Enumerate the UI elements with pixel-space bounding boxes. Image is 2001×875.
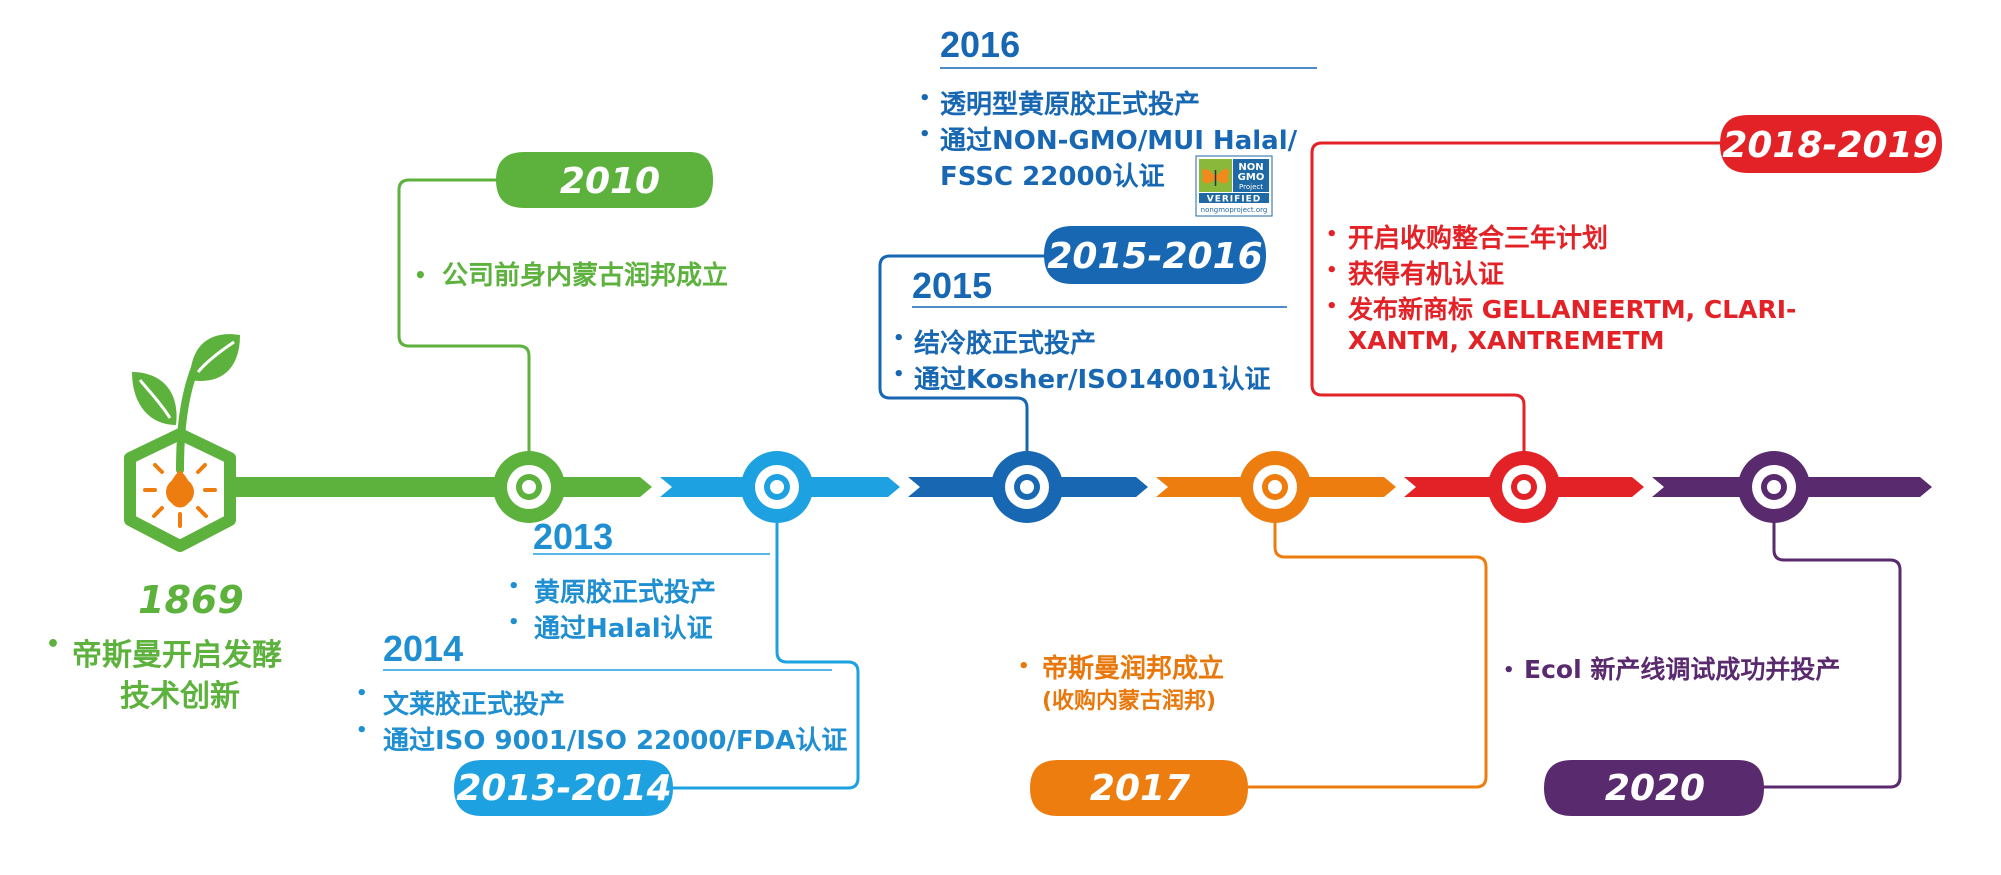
bullet-2018-1: •	[1326, 224, 1338, 245]
text-2014-item1: 文莱胶正式投产	[383, 690, 566, 720]
text-2018-item3-line1: 发布新商标 GELLANEERTM, CLARI-	[1348, 295, 1797, 324]
badge-line4: VERIFIED	[1207, 195, 1262, 205]
bullet-2014-2: •	[356, 720, 368, 741]
bullet-2016-2: •	[919, 124, 931, 145]
text-2018-item1: 开启收购整合三年计划	[1348, 224, 1609, 254]
text-2010-item1: 公司前身内蒙古润邦成立	[442, 261, 729, 291]
connector-2020	[1740, 500, 1902, 789]
text-2017-item1: 帝斯曼润邦成立	[1042, 654, 1225, 684]
connector-2018-2019	[1310, 141, 1725, 460]
badge-line1: NON	[1238, 162, 1263, 173]
pill-2013-2014-label: 2013-2014	[456, 768, 671, 809]
text-1869-line1: 帝斯曼开启发酵	[72, 638, 282, 673]
pill-2020: 2020	[1544, 760, 1764, 816]
connector-2010	[397, 178, 531, 460]
bullet-2018-2: •	[1326, 260, 1338, 281]
year-2014: 2014	[383, 628, 464, 669]
text-2016-item2-line2: FSSC 22000认证	[940, 162, 1165, 192]
connector-2015-2016	[878, 254, 1050, 460]
text-1869-line2: 技术创新	[120, 679, 240, 714]
bullet-2014-1: •	[356, 683, 368, 704]
badge-line3: Project	[1239, 183, 1263, 191]
bullet-2020: •	[1503, 660, 1515, 681]
bullet-2015-1: •	[893, 328, 905, 349]
bullet-2016-1: •	[919, 88, 931, 109]
timeline-node-2017	[1239, 451, 1311, 523]
pill-2018-2019-label: 2018-2019	[1722, 125, 1937, 166]
sprout-hexagon-icon	[124, 334, 240, 552]
pill-2020-label: 2020	[1605, 768, 1705, 809]
text-2015-item1: 结冷胶正式投产	[914, 329, 1097, 359]
text-2020-item1: Ecol 新产线调试成功并投产	[1524, 655, 1841, 684]
bullet-2013-1: •	[508, 576, 520, 597]
bullet-2017: •	[1018, 656, 1030, 677]
bullet-2013-2: •	[508, 612, 520, 633]
bullet-2015-2: •	[893, 364, 905, 385]
pill-2010-label: 2010	[560, 161, 660, 202]
year-2016: 2016	[940, 24, 1021, 65]
year-2013: 2013	[533, 516, 614, 557]
non-gmo-badge: NON GMO Project VERIFIED nongmoproject.o…	[1195, 155, 1273, 217]
timeline-node-2020	[1738, 451, 1810, 523]
timeline-node-2018-2019	[1488, 451, 1560, 523]
connector-2017	[1230, 500, 1488, 789]
text-2018-item3-line2: XANTM, XANTREMETM	[1348, 326, 1665, 355]
pill-2017: 2017	[1030, 760, 1248, 816]
pill-2013-2014: 2013-2014	[454, 760, 673, 816]
connector-2013-2014	[660, 505, 860, 790]
badge-line2: GMO	[1238, 172, 1265, 183]
timeline-node-2015-2016	[991, 451, 1063, 523]
text-2014-item2: 通过ISO 9001/ISO 22000/FDA认证	[383, 726, 848, 756]
text-2016-item1: 透明型黄原胶正式投产	[940, 90, 1201, 120]
year-1869: 1869	[138, 578, 244, 622]
text-2015-item2: 通过Kosher/ISO14001认证	[914, 365, 1271, 395]
bullet-2010: •	[414, 263, 427, 287]
bullet-1869: •	[46, 632, 61, 657]
timeline-segment-green	[228, 477, 652, 497]
pill-2015-2016: 2015-2016	[1044, 226, 1266, 284]
timeline-node-2013-2014	[741, 451, 813, 523]
year-2015: 2015	[912, 265, 993, 306]
timeline-node-2010	[493, 451, 565, 523]
bullet-2018-3: •	[1326, 296, 1338, 317]
text-2013-item2: 通过Halal认证	[534, 614, 713, 644]
pill-2015-2016-label: 2015-2016	[1047, 236, 1262, 277]
text-2013-item1: 黄原胶正式投产	[534, 578, 717, 608]
text-2016-item2-line1: 通过NON-GMO/MUI Halal/	[940, 126, 1298, 156]
badge-url: nongmoproject.org	[1201, 206, 1268, 214]
timeline-bar	[228, 477, 1932, 497]
pill-2018-2019: 2018-2019	[1720, 115, 1942, 173]
text-2017-item1-sub: (收购内蒙古润邦)	[1042, 689, 1217, 714]
pill-2010: 2010	[496, 152, 713, 208]
butterfly-icon	[1199, 159, 1232, 192]
pill-2017-label: 2017	[1090, 768, 1190, 809]
text-2018-item2: 获得有机认证	[1348, 260, 1505, 290]
